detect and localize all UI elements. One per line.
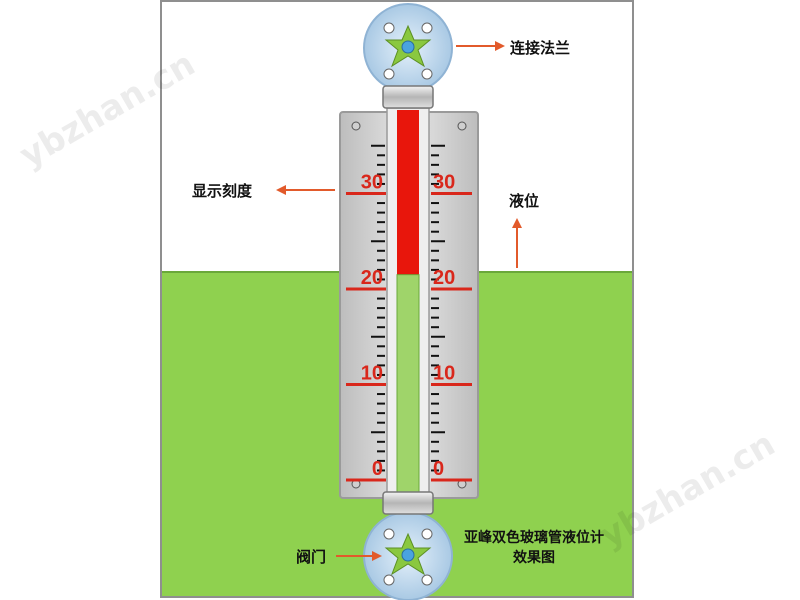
- scale-label: 显示刻度: [192, 182, 253, 200]
- scale-number-right: 20: [433, 267, 455, 289]
- scale-number-left: 20: [361, 267, 383, 289]
- plate-screw-icon: [351, 121, 361, 131]
- scale-number-right: 10: [433, 363, 455, 385]
- scale-number-right: 0: [433, 458, 444, 480]
- flange-arrow: [456, 41, 505, 51]
- tube-lower-green: [396, 274, 420, 493]
- scale-numbers: 0 0 10 10 20 20 30 30: [346, 172, 472, 482]
- caption-line-2: 效果图: [513, 550, 555, 566]
- scale-number-left: 0: [372, 458, 383, 480]
- tube-upper-red: [397, 110, 419, 275]
- caption-line-1: 亚峰双色玻璃管液位计: [464, 530, 604, 546]
- top-flange: [363, 3, 453, 93]
- bottom-flange: [363, 511, 453, 600]
- level-arrow: [512, 218, 522, 268]
- flange-label: 连接法兰: [510, 39, 571, 57]
- scale-number-right: 30: [433, 172, 455, 194]
- top-connector: [382, 85, 434, 109]
- level-label: 液位: [509, 192, 540, 210]
- valve-label: 阀门: [296, 548, 327, 566]
- bottom-connector: [382, 491, 434, 515]
- valve-arrow: [336, 551, 382, 561]
- diagram-caption: 亚峰双色玻璃管液位计 效果图: [454, 528, 614, 568]
- scale-arrow: [276, 185, 335, 195]
- scale-number-left: 10: [361, 363, 383, 385]
- scale-ticks: [371, 144, 445, 472]
- scale-number-left: 30: [361, 172, 383, 194]
- plate-screw-icon: [457, 121, 467, 131]
